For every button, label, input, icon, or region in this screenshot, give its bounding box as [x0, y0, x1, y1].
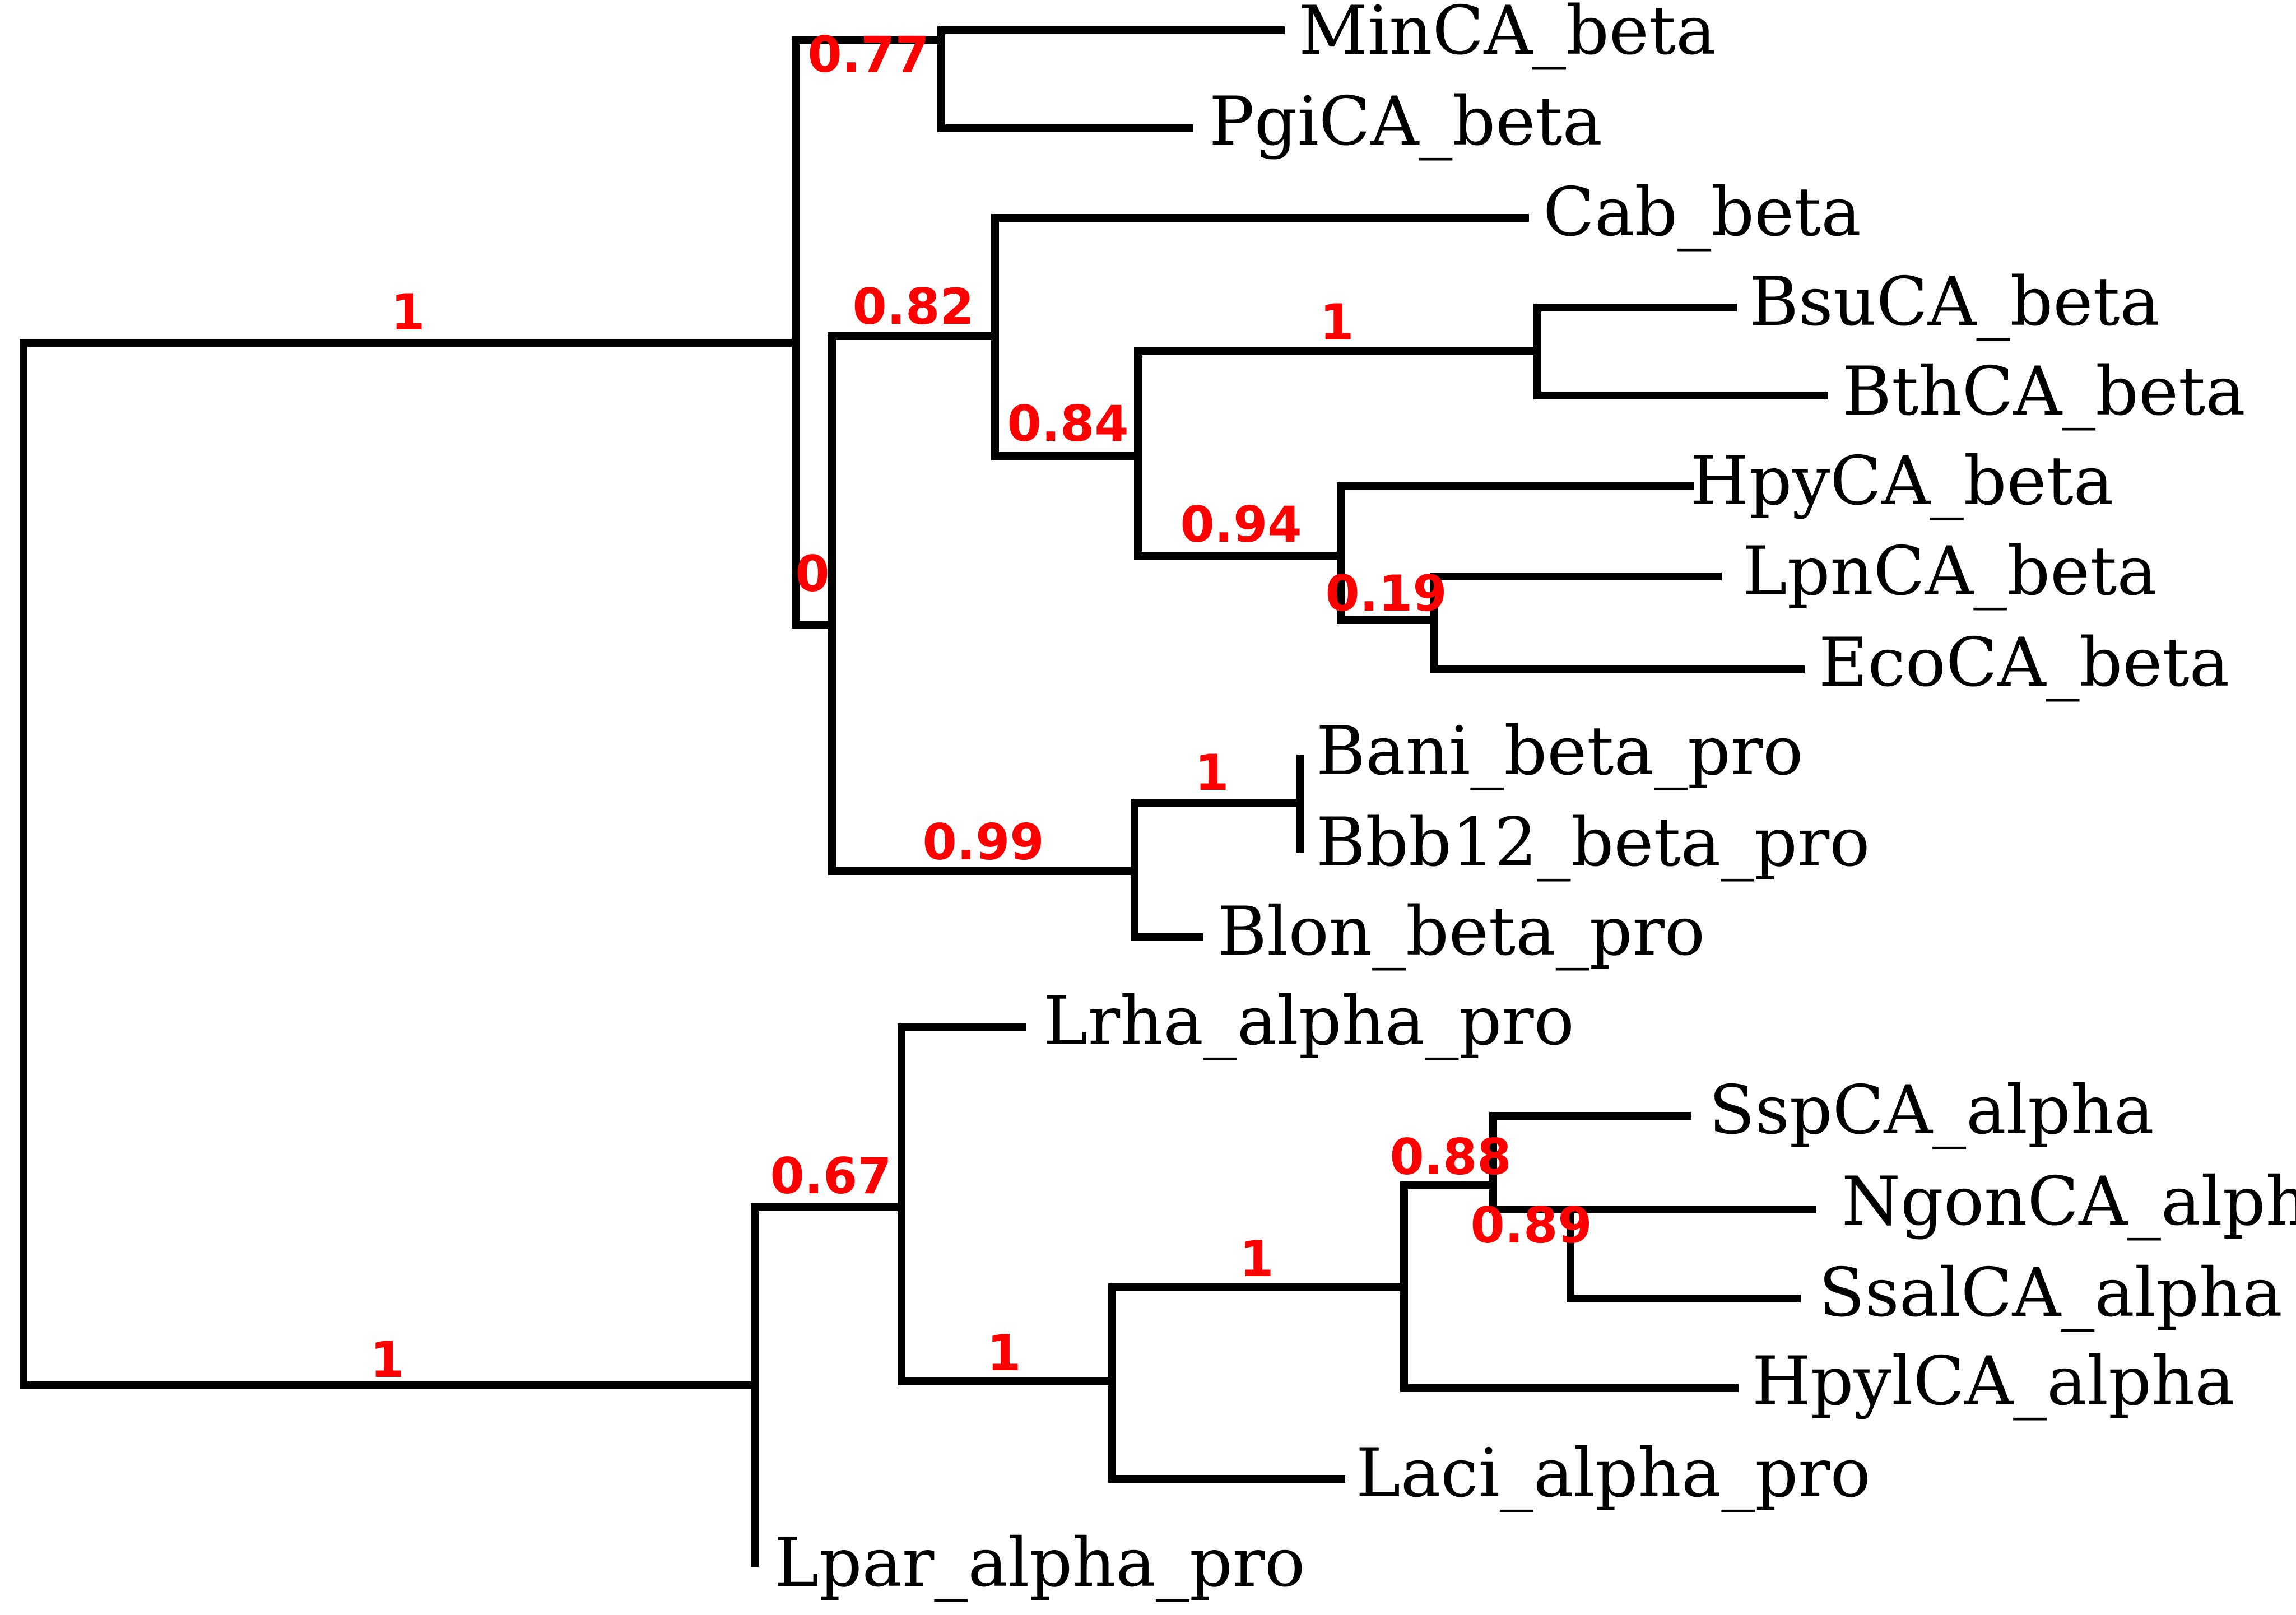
branch-lpn-eco	[1430, 573, 1805, 673]
support-value: 0.89	[1470, 1197, 1592, 1254]
leaf-label-lpnca-beta: LpnCA_beta	[1742, 533, 2157, 611]
leaf-label-lrha-alpha-pro: Lrha_alpha_pro	[1043, 983, 1574, 1060]
support-value: 0.77	[807, 26, 929, 83]
branch-min-pgi	[937, 26, 1285, 132]
support-value: 0.94	[1180, 496, 1302, 553]
support-value: 1	[1319, 294, 1354, 351]
leaf-label-minca-beta: MinCA_beta	[1299, 0, 1716, 70]
branch-ngon-ssal	[1567, 1206, 1816, 1302]
branch-beta-upper	[792, 36, 945, 629]
tree-branches	[20, 26, 1828, 1567]
leaf-label-sspca-alpha: SspCA_alpha	[1709, 1072, 2154, 1149]
branch-laci-group	[1108, 1283, 1408, 1483]
leaf-label-blon-beta-pro: Blon_beta_pro	[1217, 893, 1705, 971]
branch-bifido-group	[1131, 799, 1304, 941]
branch-hpy-group	[1337, 482, 1694, 624]
leaf-label-lpar-alpha-pro: Lpar_alpha_pro	[774, 1524, 1305, 1602]
leaf-label-bthca-beta: BthCA_beta	[1842, 353, 2246, 431]
support-value: 1	[1239, 1230, 1274, 1288]
branch-ssp-hpyl-group	[1400, 1181, 1739, 1392]
leaf-label-ngonca-alpha: NgonCA_alpha	[1842, 1163, 2296, 1241]
leaf-labels: MinCA_beta PgiCA_beta Cab_beta BsuCA_bet…	[774, 0, 2296, 1602]
support-value: 0.99	[922, 813, 1044, 871]
support-value: 1	[987, 1324, 1021, 1382]
leaf-label-ssalca-alpha: SsalCA_alpha	[1819, 1254, 2283, 1332]
branch-beta-lower	[828, 332, 1138, 875]
support-value: 1	[1195, 744, 1229, 802]
support-value: 0.67	[770, 1147, 891, 1205]
leaf-label-hpyca-beta: HpyCA_beta	[1690, 443, 2113, 520]
branch-root	[20, 339, 800, 1389]
leaf-label-pgica-beta: PgiCA_beta	[1209, 83, 1602, 161]
branch-bsu-hpy-group	[1134, 347, 1541, 560]
branch-alpha-main	[751, 1203, 905, 1567]
support-value: 0.82	[852, 278, 974, 336]
support-value: 1	[370, 1331, 404, 1389]
support-value: 0.84	[1007, 395, 1128, 453]
branch-lrha-group	[898, 1023, 1116, 1385]
branch-ssp-ngon-ssal	[1489, 1112, 1691, 1213]
leaf-label-bani-beta-pro: Bani_beta_pro	[1316, 713, 1803, 790]
branch-bsu-bth	[1533, 304, 1828, 399]
support-value: 1	[391, 283, 425, 341]
leaf-label-bbb12-beta-pro: Bbb12_beta_pro	[1316, 804, 1870, 882]
support-value: 0.19	[1325, 565, 1447, 622]
branch-cab-group	[991, 214, 1529, 460]
leaf-label-cab-beta: Cab_beta	[1543, 174, 1861, 252]
leaf-label-bsuca-beta: BsuCA_beta	[1749, 263, 2160, 341]
support-value: 0	[795, 545, 829, 603]
leaf-label-ecoca-beta: EcoCA_beta	[1819, 624, 2229, 702]
leaf-label-hpylca-alpha: HpylCA_alpha	[1752, 1343, 2235, 1421]
support-value: 0.88	[1389, 1128, 1511, 1186]
leaf-label-laci-alpha-pro: Laci_alpha_pro	[1356, 1435, 1871, 1512]
support-values: 0.77 1 0.82 1 0.84 0.94 0 0.19 1 0.99 0.…	[370, 26, 1592, 1389]
